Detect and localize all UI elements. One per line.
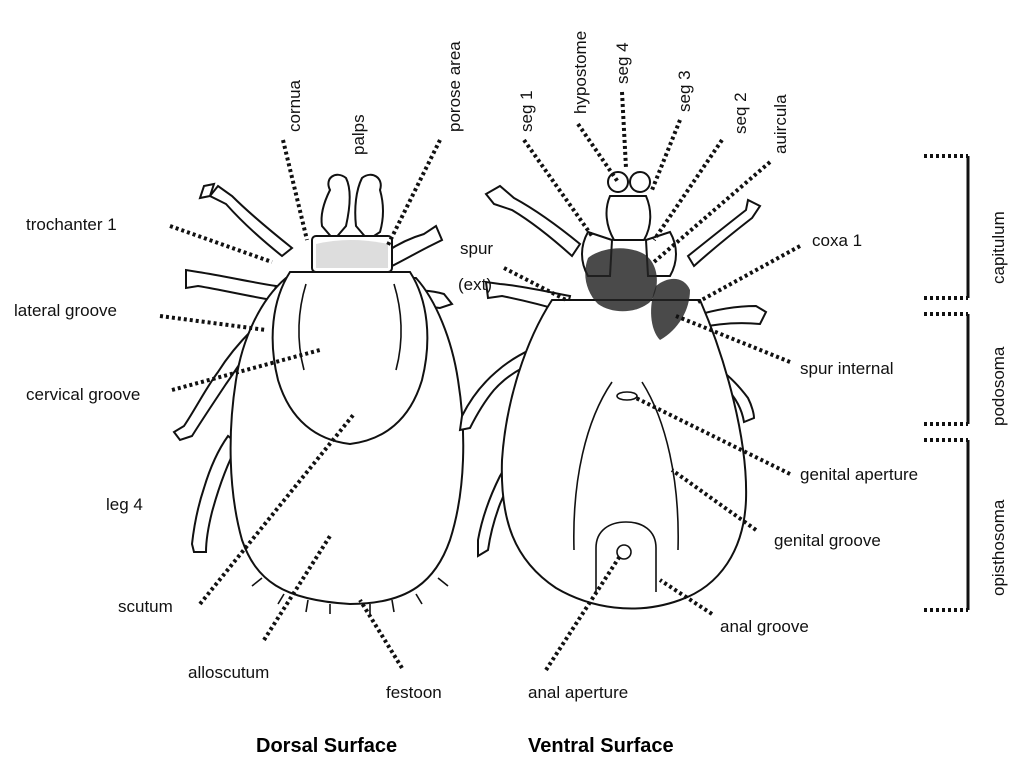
label-alloscutum: alloscutum: [188, 663, 269, 682]
dorsal-capitulum: [312, 175, 392, 272]
label-genital-groove: genital groove: [774, 531, 881, 550]
label-anal-groove: anal groove: [720, 617, 809, 636]
label-festoon: festoon: [386, 683, 442, 702]
label-porose-area: porose area: [445, 41, 464, 132]
label-trochanter-1: trochanter 1: [26, 215, 117, 234]
label-ext: (ext): [458, 275, 492, 294]
label-cervical-groove: cervical groove: [26, 385, 140, 404]
caption-dorsal-surface: Dorsal Surface: [256, 735, 397, 757]
label-palps: palps: [349, 114, 368, 155]
region-labels: capitulum podosoma opisthosoma: [989, 211, 1008, 596]
label-spur-internal: spur internal: [800, 359, 894, 378]
label-anal-aperture: anal aperture: [528, 683, 628, 702]
ventral-coxa-shading-left: [585, 248, 657, 311]
label-spur: spur: [460, 239, 493, 258]
captions: Dorsal Surface Ventral Surface: [256, 735, 674, 757]
label-lateral-groove: lateral groove: [14, 301, 117, 320]
label-seq-2: seq 2: [731, 92, 750, 134]
label-seg-1: seg 1: [517, 90, 536, 132]
label-seg-4: seg 4: [613, 42, 632, 84]
label-scutum: scutum: [118, 597, 173, 616]
label-leg-4: leg 4: [106, 495, 143, 514]
label-cornua: cornua: [285, 79, 304, 132]
label-hypostome: hypostome: [571, 31, 590, 114]
label-coxa-1: coxa 1: [812, 231, 862, 250]
label-seg-3: seg 3: [675, 70, 694, 112]
label-opisthosoma: opisthosoma: [989, 499, 1008, 596]
caption-ventral-surface: Ventral Surface: [528, 735, 674, 757]
ventral-body-outline: [502, 300, 746, 609]
label-capitulum: capitulum: [989, 211, 1008, 284]
label-auircula: auircula: [771, 94, 790, 154]
region-brackets: [924, 156, 968, 610]
label-podosoma: podosoma: [989, 346, 1008, 426]
label-genital-aperture: genital aperture: [800, 465, 918, 484]
ventral-tick-illustration: [460, 172, 766, 609]
